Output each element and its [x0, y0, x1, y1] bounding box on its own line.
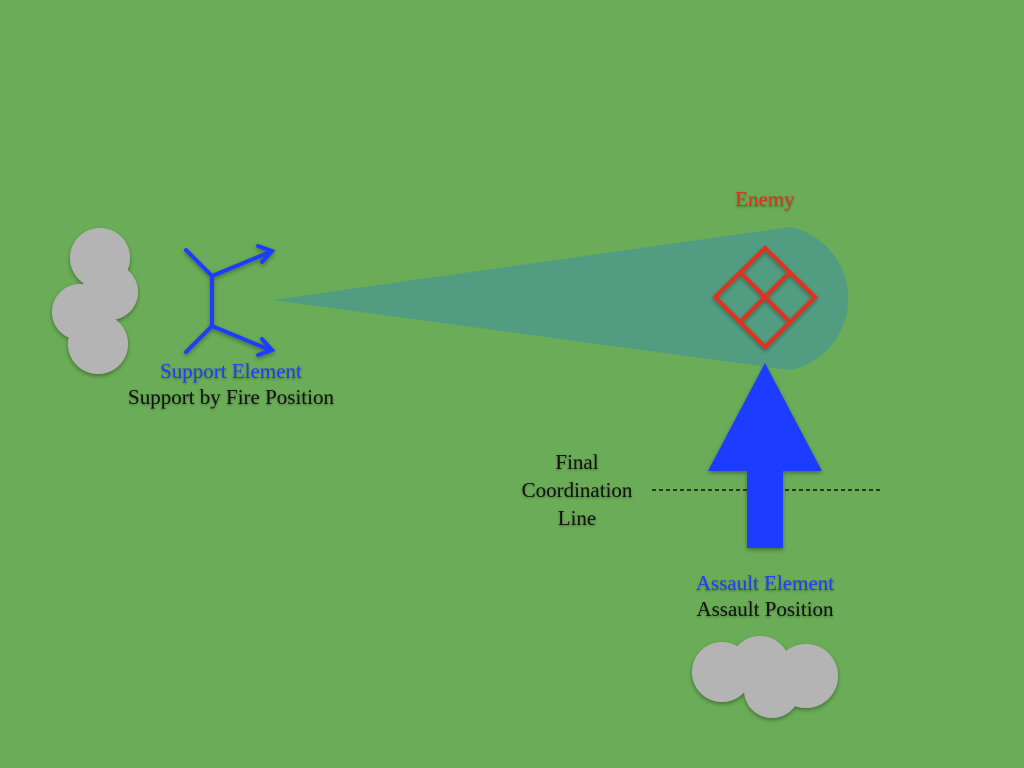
- assault-element-label: Assault Element: [695, 571, 835, 595]
- final-coordination-line-label: Final Coordination Line: [500, 448, 654, 532]
- enemy-diamond-icon: [712, 245, 818, 350]
- terrain-cloud-left: [52, 228, 138, 374]
- support-position-label: Support by Fire Position: [128, 385, 334, 409]
- fire-cone: [272, 227, 849, 370]
- assault-position-label: Assault Position: [696, 597, 834, 621]
- terrain-cloud-right: [692, 636, 838, 718]
- fcl-line-1: Final: [555, 450, 599, 474]
- assault-arrow-icon: [708, 363, 822, 548]
- support-by-fire-icon: [184, 244, 276, 357]
- fcl-line-2: Coordination: [521, 478, 633, 502]
- fcl-line-3: Line: [557, 506, 597, 530]
- enemy-label: Enemy: [735, 187, 795, 211]
- support-label-block: Support Element Support by Fire Position: [100, 358, 362, 410]
- support-element-label: Support Element: [160, 359, 302, 383]
- assault-label-block: Assault Element Assault Position: [660, 570, 870, 622]
